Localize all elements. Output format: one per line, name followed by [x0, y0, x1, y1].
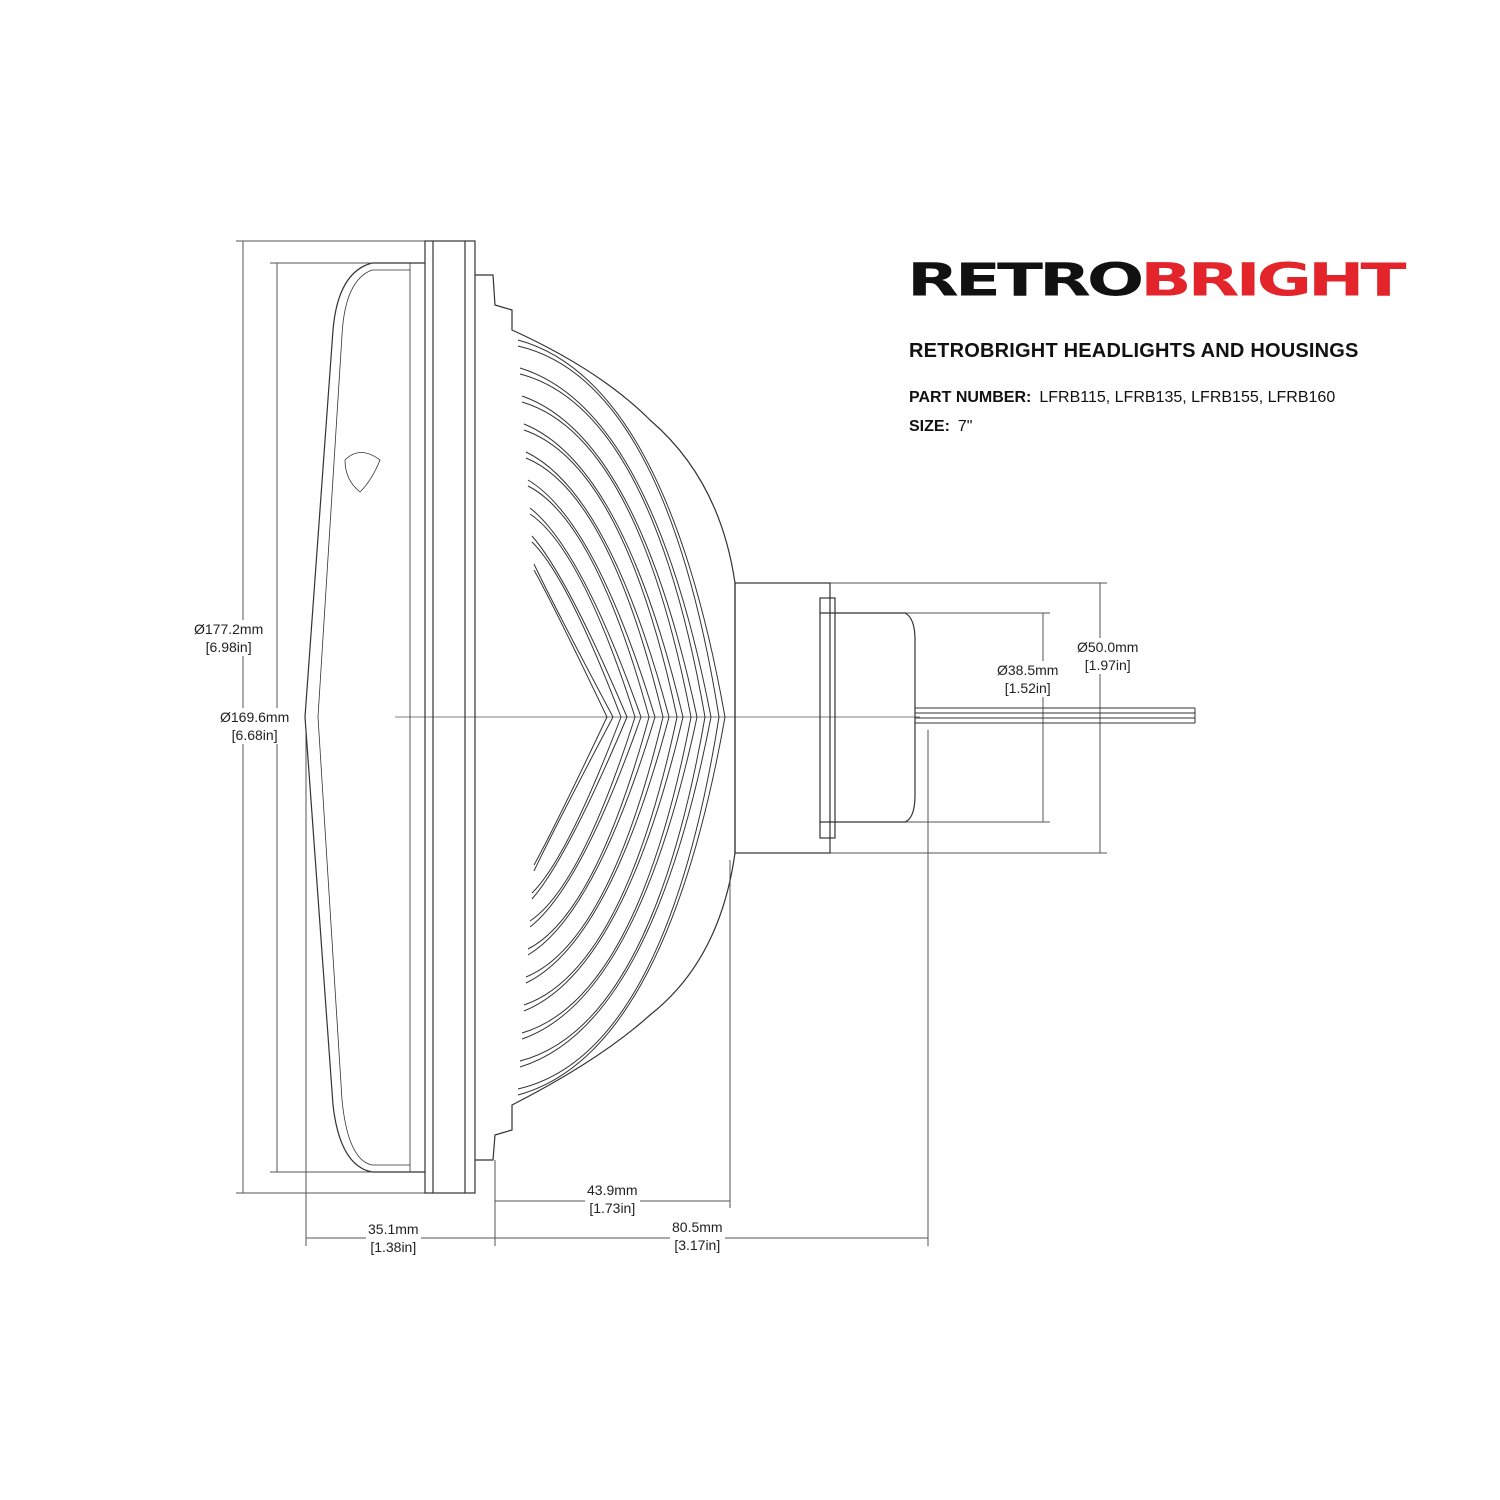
lens-outline	[304, 262, 425, 1173]
fin-line	[519, 367, 712, 1068]
connector-housing	[820, 612, 916, 823]
fin-line	[525, 451, 670, 984]
fin-line	[531, 541, 622, 894]
cooling-fins	[517, 339, 726, 1096]
fin-line	[533, 569, 608, 866]
dim-outer-diameter: Ø177.2mm[6.98in]	[192, 620, 266, 656]
fin-line	[521, 401, 692, 1034]
fin-line	[521, 395, 698, 1040]
dim-total-depth: 80.5mm[3.17in]	[670, 1218, 725, 1254]
fin-line	[523, 429, 678, 1006]
dim-housing-depth: 43.9mm[1.73in]	[585, 1181, 640, 1217]
part-number-row: PART NUMBER: LFRB115, LFRB135, LFRB155, L…	[909, 389, 1335, 407]
retrobright-logo: RETROBRIGHT	[907, 254, 1407, 307]
size-label: SIZE:	[909, 418, 950, 435]
size-value: 7"	[957, 418, 973, 435]
logo-text-retro: RETRO	[907, 254, 1144, 307]
fin-line	[525, 457, 664, 978]
rear-neck	[734, 582, 831, 854]
part-number-value: LFRB115, LFRB135, LFRB155, LFRB160	[1039, 389, 1336, 406]
heat-sink-housing	[475, 274, 736, 1161]
size-row: SIZE: 7"	[909, 418, 972, 436]
product-title: RETROBRIGHT HEADLIGHTS AND HOUSINGS	[909, 340, 1359, 362]
dim-neck-diameter: Ø50.0mm[1.97in]	[1075, 638, 1141, 674]
fin-line	[517, 345, 720, 1090]
fin-line	[531, 535, 628, 900]
fin-line	[529, 507, 642, 928]
fin-line	[523, 423, 684, 1012]
fin-line	[527, 479, 656, 956]
part-number-label: PART NUMBER:	[909, 389, 1032, 406]
logo-text-bright: BRIGHT	[1140, 254, 1406, 307]
fin-line	[529, 513, 636, 922]
wire-bundle	[915, 707, 1196, 724]
dim-lens-depth: 35.1mm[1.38in]	[366, 1220, 421, 1256]
dim-connector-diameter: Ø38.5mm[1.52in]	[995, 661, 1061, 697]
fin-line	[517, 339, 726, 1096]
fin-line	[519, 373, 706, 1062]
mounting-flange	[424, 240, 476, 1194]
fin-line	[527, 485, 650, 950]
dim-lens-diameter: Ø169.6mm[6.68in]	[218, 708, 292, 744]
fin-line	[533, 563, 614, 872]
